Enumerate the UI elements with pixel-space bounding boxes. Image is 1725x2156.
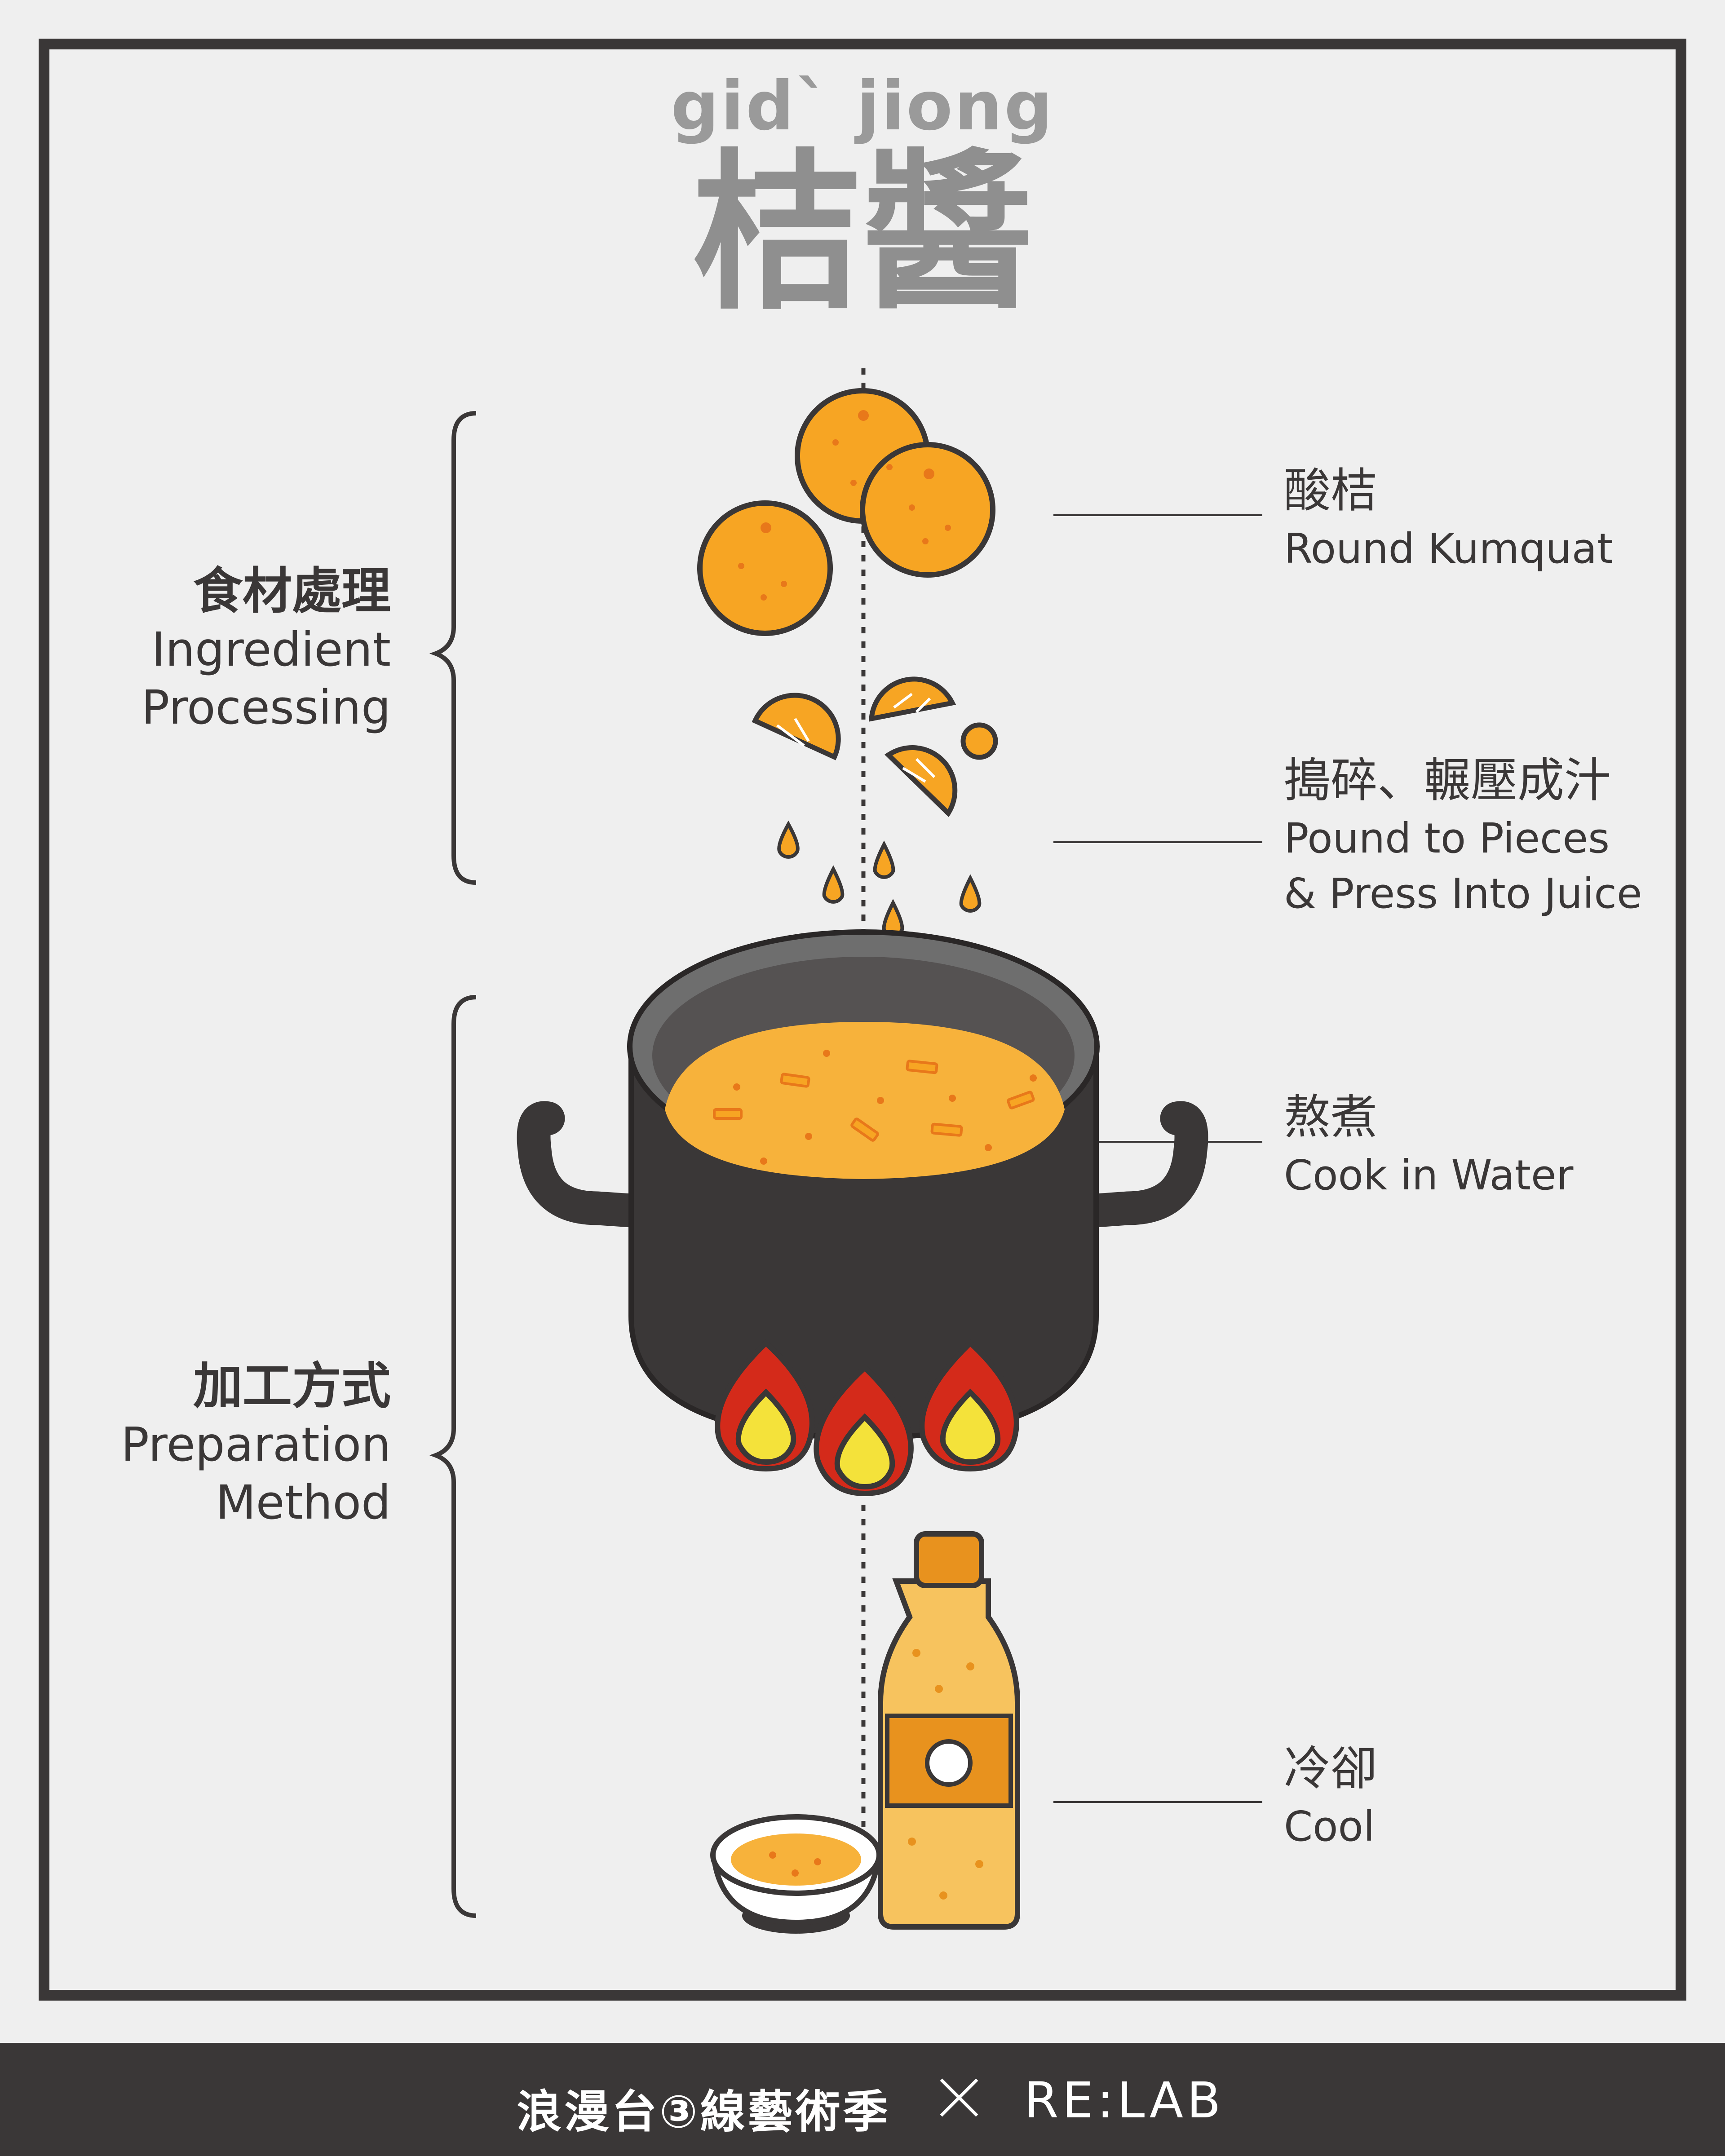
section-ingredient-processing: 食材處理 Ingredient Processing — [142, 561, 391, 737]
footer-bar: 浪漫台③線藝術季 RE:LAB — [0, 2043, 1725, 2156]
step-en-label: Cook in Water — [1284, 1151, 1574, 1200]
outer-frame — [39, 39, 1686, 2001]
juice-drop-icon — [777, 820, 982, 937]
footer-event-name: 浪漫台③線藝術季 — [517, 2085, 891, 2138]
step-en-label: Pound to Pieces & Press Into Juice — [1284, 814, 1642, 918]
bottle-bubbles-icon — [908, 1649, 983, 1900]
pot-foam-dots-icon — [733, 1050, 1037, 1165]
step-zh-label: 冷卻 — [1284, 1741, 1378, 1796]
leader-line-pound — [1053, 841, 1262, 843]
flame-icon — [715, 1339, 1019, 1497]
step-cool: 冷卻 Cool — [1284, 1738, 1377, 1854]
leader-line-cool — [1053, 1801, 1262, 1803]
kumquat-slice-icon — [752, 676, 998, 817]
romanization: gidˋ jiong — [671, 67, 1054, 146]
step-cook-in-water: 熬煮 Cook in Water — [1284, 1087, 1573, 1203]
step-en-label: Cool — [1284, 1803, 1375, 1851]
pot-peel-bits-icon — [713, 1060, 1035, 1142]
slice-segments-icon — [776, 693, 936, 783]
pot-icon — [517, 929, 1208, 1440]
step-zh-label: 酸桔 — [1284, 463, 1378, 518]
section-en-label: Ingredient Processing — [141, 622, 391, 735]
bottle-icon — [878, 1531, 1020, 1930]
kumquat-dots-icon — [738, 410, 951, 601]
dish-dots-icon — [769, 1851, 821, 1877]
bracket-preparation — [429, 995, 477, 1918]
leader-line-kumquat — [1053, 514, 1262, 516]
footer-relab-logo: RE:LAB — [1024, 2072, 1225, 2129]
kumquat-icon — [697, 388, 995, 636]
step-zh-label: 搗碎、輾壓成汁 — [1284, 753, 1611, 808]
step-en-label: Round Kumquat — [1284, 525, 1614, 573]
section-preparation-method: 加工方式 Preparation Method — [121, 1356, 391, 1532]
step-round-kumquat: 酸桔 Round Kumquat — [1284, 460, 1613, 576]
step-pound-press: 搗碎、輾壓成汁 Pound to Pieces & Press Into Jui… — [1284, 750, 1642, 922]
page-title: 桔醬 — [692, 134, 1033, 333]
close-cross-icon — [937, 2075, 982, 2122]
bracket-ingredient — [429, 411, 477, 885]
section-zh-label: 加工方式 — [193, 1357, 391, 1415]
section-en-label: Preparation Method — [121, 1417, 391, 1530]
section-zh-label: 食材處理 — [193, 562, 391, 620]
step-zh-label: 熬煮 — [1284, 1090, 1378, 1144]
sauce-dish-icon — [710, 1814, 882, 1934]
illustration — [429, 368, 1208, 1934]
